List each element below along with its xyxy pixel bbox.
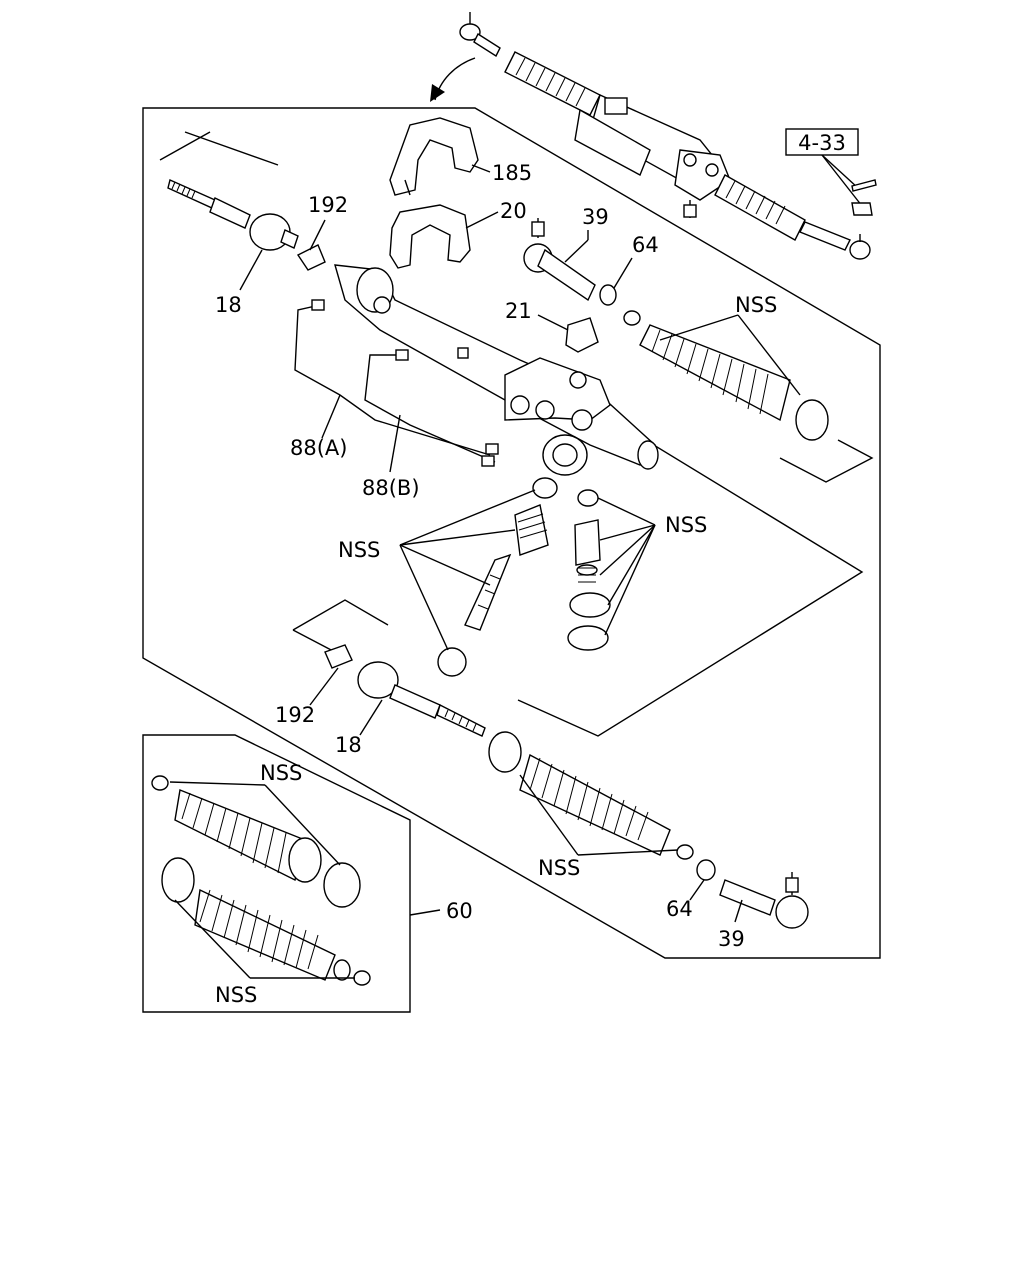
pipes-88: 88(A) 88(B) — [290, 299, 499, 500]
label-nss-kit-top: NSS — [260, 761, 302, 785]
inner-tie-rod-18-top: 18 — [167, 179, 299, 317]
label-88a: 88(A) — [290, 436, 347, 460]
boot-right-upper: NSS — [623, 293, 829, 441]
nut-64-top: 64 — [599, 233, 659, 306]
label-39-top: 39 — [582, 205, 609, 229]
steering-gear-assembly-overview: 4-33 — [430, 12, 877, 260]
label-nss-pinion: NSS — [665, 513, 707, 537]
lock-washer-192-top: 192 — [296, 193, 348, 271]
ref-4-33-label: 4-33 — [798, 131, 846, 155]
label-60: 60 — [446, 899, 473, 923]
overview-right-boot — [714, 174, 806, 241]
lock-washer-192-bottom: 192 — [275, 644, 353, 727]
label-nss-kit-bottom: NSS — [215, 983, 257, 1007]
label-nss-valve: NSS — [338, 538, 380, 562]
bushing-20: 20 — [389, 199, 527, 269]
label-21: 21 — [505, 299, 532, 323]
label-39-bottom: 39 — [718, 927, 745, 951]
label-nss-lower-boot: NSS — [538, 856, 580, 880]
main-exploded-frame — [142, 107, 881, 959]
inner-tie-rod-18-bottom: 18 — [335, 661, 486, 757]
bushing-21: 21 — [505, 299, 599, 353]
overview-left-boot — [504, 51, 601, 116]
rack-housing — [334, 264, 659, 476]
tie-rod-end-39-top: 39 — [523, 205, 609, 302]
valve-parts: NSS — [338, 477, 558, 677]
boot-kit-60: 60 NSS NSS — [142, 734, 473, 1013]
tie-rod-end-39-bottom: 39 — [718, 872, 809, 951]
nut-64-bottom: 64 — [666, 859, 716, 921]
label-18-bottom: 18 — [335, 733, 362, 757]
label-18-top: 18 — [215, 293, 242, 317]
label-nss-right-boot: NSS — [735, 293, 777, 317]
label-88b: 88(B) — [362, 476, 420, 500]
label-64-top: 64 — [632, 233, 659, 257]
label-20: 20 — [500, 199, 527, 223]
boot-right-lower: NSS — [488, 731, 694, 880]
label-64-bottom: 64 — [666, 897, 693, 921]
label-185: 185 — [492, 161, 532, 185]
pinion-parts: NSS — [567, 489, 707, 651]
label-192-top: 192 — [308, 193, 348, 217]
bracket-185: 185 — [389, 117, 532, 196]
label-192-bottom: 192 — [275, 703, 315, 727]
